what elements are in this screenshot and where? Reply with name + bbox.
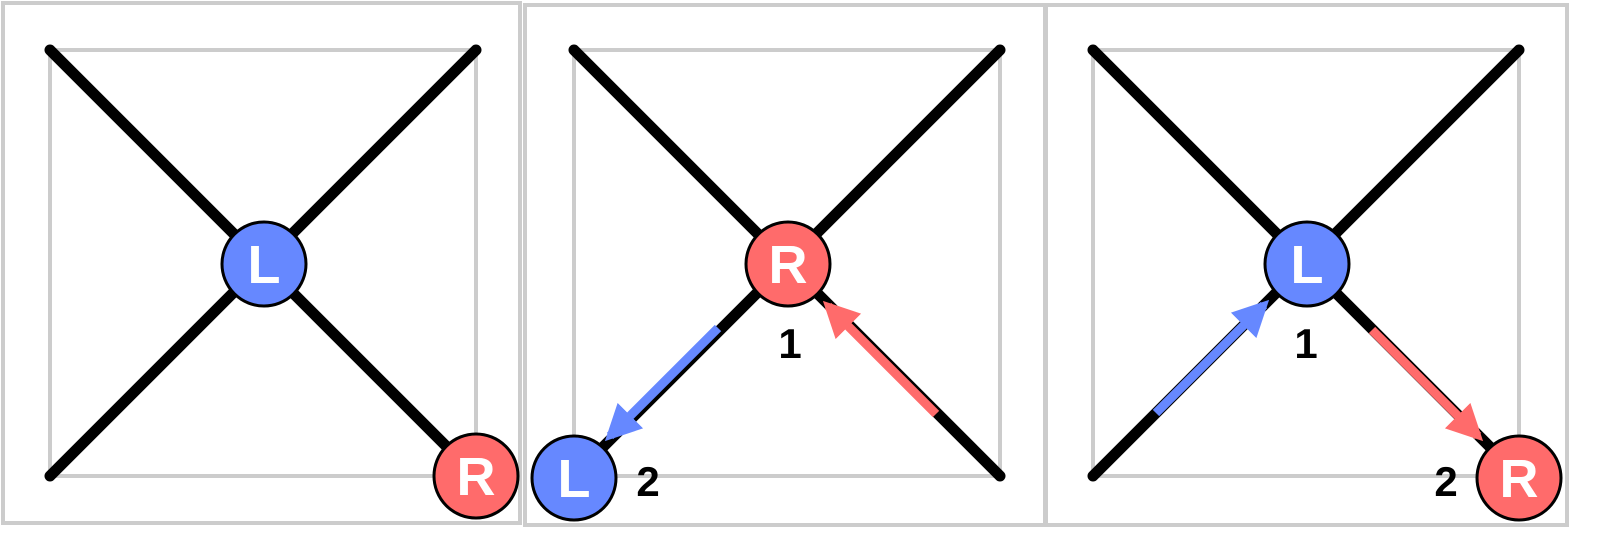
move-arrow-blue (604, 324, 722, 442)
move-arrow-red (1368, 326, 1484, 442)
panel-2: R L 1 2 (523, 3, 1047, 527)
node-corner: R (1475, 434, 1563, 522)
node-center: L (1263, 220, 1351, 308)
panel-frame (1044, 3, 1569, 527)
node-letter: R (769, 235, 808, 295)
move-arrow-blue (1152, 299, 1270, 417)
node-corner: L (530, 434, 618, 522)
node-circle (1475, 434, 1563, 522)
node-circle (530, 434, 618, 522)
node-letter: R (457, 447, 496, 507)
node-circle (1263, 220, 1351, 308)
panel-frame (1, 1, 522, 525)
move-arrow-red (822, 300, 940, 418)
panel-3: L R 1 2 (1044, 3, 1569, 527)
panel-1: L R (1, 1, 522, 525)
step-label-1: 1 (778, 320, 801, 367)
node-letter: L (248, 235, 281, 295)
square-outline (48, 48, 478, 478)
node-circle (432, 432, 520, 520)
node-corner: R (432, 432, 520, 520)
square-outline (572, 48, 1002, 478)
step-label-2: 2 (636, 458, 659, 505)
node-circle (220, 220, 308, 308)
square-outline (1091, 48, 1521, 478)
node-letter: L (1291, 235, 1324, 295)
node-center: L (220, 220, 308, 308)
step-label-1: 1 (1294, 320, 1317, 367)
node-circle (744, 220, 832, 308)
step-label-2: 2 (1434, 458, 1457, 505)
node-center: R (744, 220, 832, 308)
node-letter: R (1500, 449, 1539, 509)
node-letter: L (558, 449, 591, 509)
